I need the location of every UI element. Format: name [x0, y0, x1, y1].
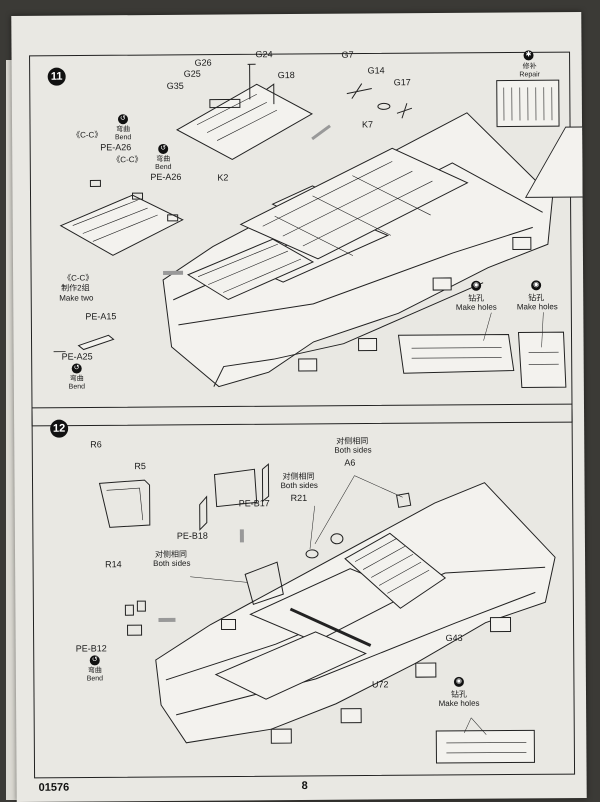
drill-icon: ◉: [531, 280, 542, 291]
part-label-r6: R6: [90, 439, 102, 450]
part-r14-b: [136, 600, 146, 612]
part-label-k7: K7: [361, 119, 374, 130]
inset-holes-3: [435, 729, 535, 764]
drill-icon: ◉: [471, 280, 482, 291]
part-label-r14: R14: [105, 559, 122, 570]
instruction-sheet: 11 G24 G26 G25 G18 G35 G7 G14 G17 K7 K2 …: [11, 12, 587, 802]
part-label-pe-a25: PE-A25: [61, 351, 93, 362]
both-sides-en: Both sides: [280, 480, 318, 491]
part-label-r5: R5: [134, 461, 146, 472]
section-cc-label: 《C-C》: [63, 273, 94, 283]
page-number: 8: [301, 779, 308, 792]
part-label-k2: K2: [217, 172, 229, 183]
make-holes-en: Make holes: [438, 698, 480, 709]
part-pe-a26-a: [89, 179, 101, 187]
make-holes-en: Make holes: [516, 302, 558, 312]
part-label-pe-a26: PE-A26: [100, 142, 132, 153]
part-label-pe-a15: PE-A15: [85, 311, 117, 322]
part-label-g43: G43: [445, 632, 463, 643]
repair-icon: ✱: [523, 50, 534, 61]
part-label-g35: G35: [166, 80, 184, 91]
make-two-en: Make two: [59, 293, 94, 303]
step-12-number: 12: [50, 419, 69, 438]
repair-label-en: Repair: [519, 71, 541, 79]
part-pe-b12: [127, 624, 143, 636]
both-sides-en: Both sides: [334, 445, 372, 455]
make-two-cn: 制作2组: [61, 283, 90, 293]
suspension-units-step-11: [298, 236, 532, 372]
part-r14-a: [124, 604, 134, 616]
part-label-g24: G24: [255, 49, 273, 60]
bend-icon: ↺: [89, 655, 100, 666]
part-label-g26: G26: [194, 57, 212, 68]
section-cc-label: 《C-C》: [72, 130, 103, 140]
part-label-pe-b18: PE-B18: [176, 530, 208, 541]
part-pe-a26-b: [131, 192, 144, 200]
frame-pe-b17: [213, 468, 258, 508]
part-label-pe-b12: PE-B12: [75, 643, 107, 654]
deck-sub-assembly: [186, 238, 315, 301]
inset-holes-2: [517, 331, 567, 388]
part-label-a6: A6: [344, 457, 356, 468]
frame-r5-r6: [98, 479, 151, 528]
step-11-number: 11: [47, 67, 66, 86]
part-bracket: [220, 618, 237, 631]
hull-drawing-step-12: [155, 482, 556, 744]
step-11-panel-border: [29, 51, 573, 427]
bend-icon: ↺: [117, 114, 129, 125]
part-r21-b: [330, 533, 344, 545]
hatch-frame: [244, 561, 284, 605]
part-label-r21: R21: [290, 492, 308, 504]
suspension-units-step-12: [270, 617, 512, 744]
part-label-g25: G25: [183, 68, 201, 79]
part-g14: [377, 102, 391, 110]
drill-icon: ◉: [453, 676, 464, 687]
part-a6: [396, 492, 412, 508]
panel-k2: [176, 83, 313, 161]
part-g35: [209, 98, 241, 109]
part-label-pe-b17: PE-B17: [238, 498, 270, 509]
part-pe-a15: [77, 334, 115, 351]
part-label-g14: G14: [367, 65, 385, 76]
assembly-drawings: [29, 51, 587, 779]
plate-pe-b18: [199, 495, 208, 531]
make-holes-en: Make holes: [455, 302, 497, 312]
both-sides-en: Both sides: [153, 558, 191, 569]
part-g7: [346, 83, 372, 99]
inset-holes-1: [397, 334, 515, 374]
product-code: 01576: [38, 781, 70, 794]
rail-u72: [289, 607, 372, 647]
step-12-panel-border: [31, 403, 576, 779]
plate-pe-b17: [261, 463, 270, 503]
bend-icon: ↺: [158, 143, 169, 154]
part-g18: [266, 83, 275, 105]
part-g17: [396, 103, 413, 119]
bend-icon: ↺: [71, 363, 82, 374]
part-label-u72: U72: [371, 679, 389, 690]
part-label-g18: G18: [277, 70, 295, 81]
deck-panel-k7: [239, 147, 469, 260]
part-label-g7: G7: [341, 49, 354, 60]
part-r21-a: [305, 549, 319, 559]
section-cc-label: 《C-C》: [112, 155, 143, 165]
bend-label-en: Bend: [86, 675, 104, 683]
engine-grille-a6: [344, 532, 447, 609]
engine-deck-left: [59, 194, 184, 256]
part-label-pe-a26: PE-A26: [150, 171, 182, 183]
part-g24: [247, 63, 256, 100]
part-label-g17: G17: [393, 77, 411, 88]
bend-label-en: Bend: [68, 383, 86, 391]
part-pe-a26-c: [167, 214, 179, 222]
